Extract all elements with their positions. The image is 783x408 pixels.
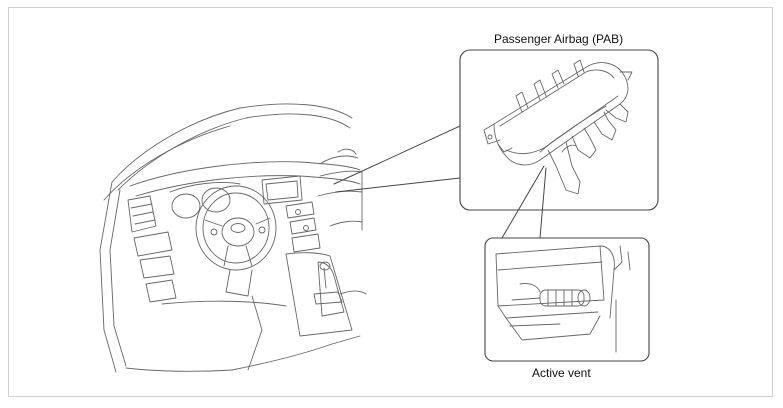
passenger-airbag-label: Passenger Airbag (PAB) [494, 32, 624, 46]
car-interior-illustration [99, 103, 367, 373]
active-vent-callout-box [484, 237, 650, 362]
passenger-airbag-module [483, 59, 633, 195]
active-vent-closeup [495, 245, 631, 353]
figure-frame [8, 7, 773, 397]
pab-callout-box [459, 49, 659, 211]
active-vent-label: Active vent [532, 366, 591, 380]
